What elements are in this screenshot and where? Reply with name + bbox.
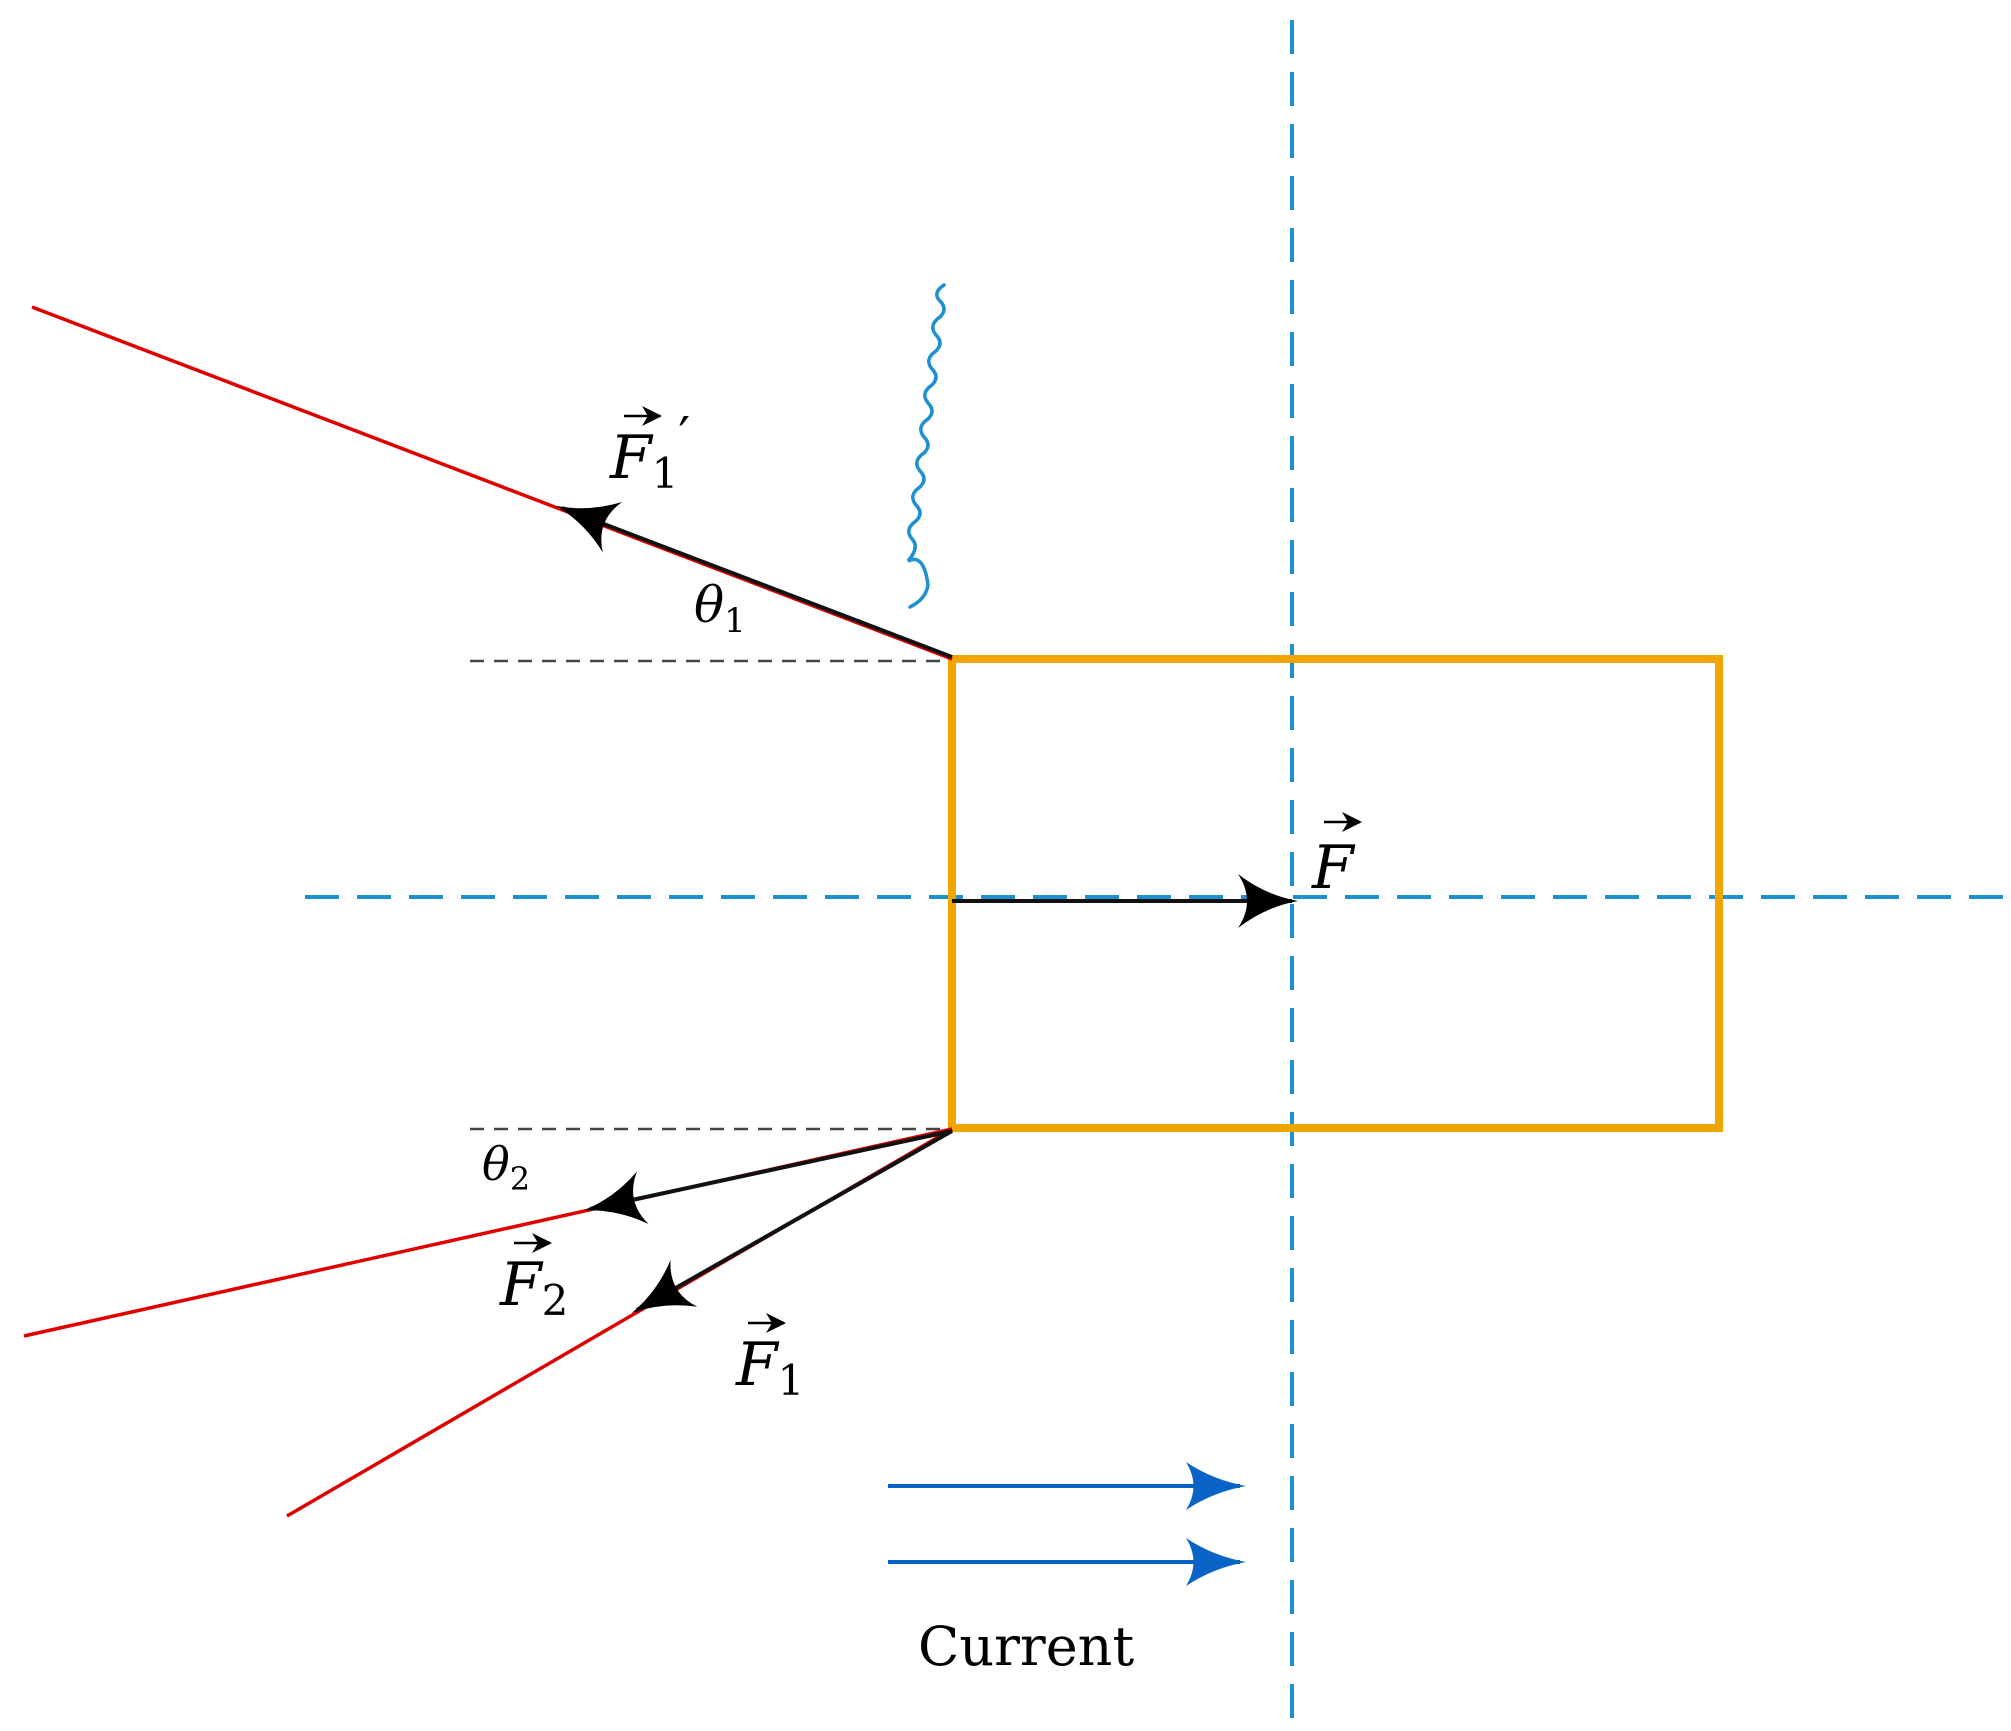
boat-box (948, 655, 1723, 1132)
force-arrow-f2 (584, 1129, 953, 1225)
label-f1-prime: F1′ (609, 407, 690, 498)
angle-mark-wavy (906, 283, 946, 609)
label-theta-1: θ1 (694, 576, 746, 641)
label-f1: F1 (735, 1330, 804, 1405)
label-theta-2: θ2 (482, 1137, 530, 1198)
label-f: F (1311, 833, 1356, 903)
force-arrow-f1-prime (556, 502, 953, 659)
label-f2: F2 (499, 1250, 568, 1325)
force-arrow-f1 (631, 1129, 953, 1313)
label-current: Current (918, 1615, 1134, 1678)
